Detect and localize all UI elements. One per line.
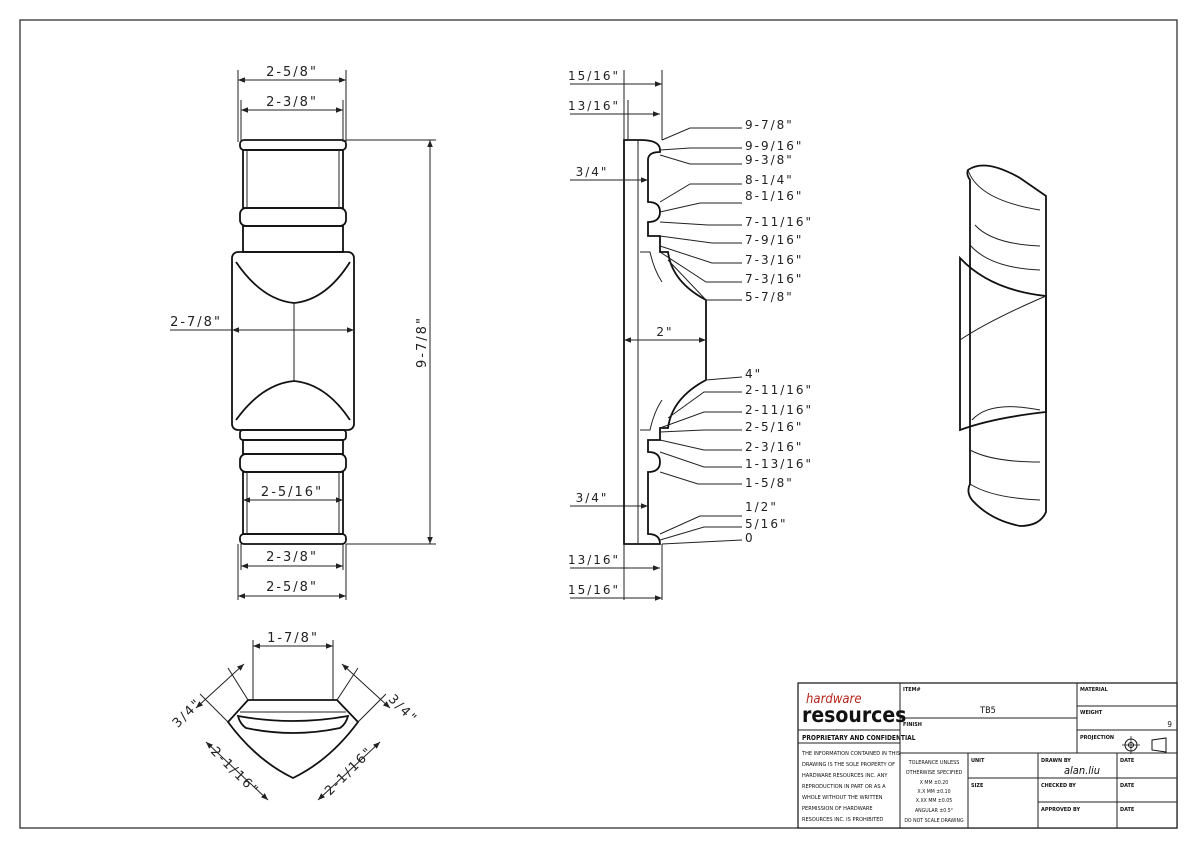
dim-side-top-inner: 13/16" <box>568 99 620 113</box>
dim-center-width: 2-7/8" <box>170 315 222 330</box>
item-label: ITEM# <box>903 687 921 693</box>
proprietary-heading: PROPRIETARY AND CONFIDENTIAL <box>802 734 916 742</box>
weight-value: 9 <box>1167 720 1172 729</box>
item-value: TB5 <box>979 706 996 716</box>
height-label: 2-11/16" <box>745 383 813 397</box>
proprietary-line: DRAWING IS THE SOLE PROPERTY OF <box>802 762 895 768</box>
dim-plan-left-side: 2-1/16" <box>207 744 262 799</box>
isometric-view <box>959 164 1047 527</box>
tolerance-line: ANGULAR ±0.5° <box>915 808 953 814</box>
height-label: 0 <box>745 531 755 545</box>
dim-side-lower-depth: 3/4" <box>576 491 609 505</box>
height-label: 7-3/16" <box>745 253 803 267</box>
date-label: DATE <box>1120 783 1135 789</box>
plan-view: 1-7/8" 3/4" 3/4" 2-1/16" 2-1/16" <box>170 631 420 801</box>
height-label: 2-5/16" <box>745 420 803 434</box>
dim-side-bottom-inner: 13/16" <box>568 553 620 567</box>
material-label: MATERIAL <box>1080 687 1109 693</box>
tolerance-line: TOLERANCE UNLESS <box>908 760 960 766</box>
dim-bottom-outer: 2-5/8" <box>266 580 318 595</box>
unit-label: UNIT <box>971 758 985 764</box>
height-label: 2-3/16" <box>745 440 803 454</box>
proprietary-line: RESOURCES INC. IS PROHIBITED <box>802 817 883 823</box>
height-label: 9-3/8" <box>745 153 794 167</box>
proprietary-line: THE INFORMATION CONTAINED IN THIS <box>801 751 900 757</box>
projection-symbol-icon <box>1122 736 1167 754</box>
tolerance-line: OTHERWISE SPECIFIED <box>906 770 963 776</box>
tolerance-line: DO NOT SCALE DRAWING <box>904 818 964 824</box>
logo-resources: resources <box>802 703 906 727</box>
front-view: 2-5/8" 2-3/8" 2-7/8" 9-7/8" 2-5/16" 2-3/… <box>170 65 436 600</box>
height-label: 5-7/8" <box>745 290 794 304</box>
dim-plan-left-depth: 3/4" <box>170 696 205 731</box>
proprietary-line: WHOLE WITHOUT THE WRITTEN <box>802 795 883 801</box>
height-label: 1/2" <box>745 500 778 514</box>
dim-plan-top: 1-7/8" <box>267 631 319 646</box>
dim-bottom-inner: 2-3/8" <box>266 550 318 565</box>
finish-label: FINISH <box>903 722 922 728</box>
height-label: 7-9/16" <box>745 233 803 247</box>
height-label: 9-7/8" <box>745 118 794 132</box>
title-block: hardware resources PROPRIETARY AND CONFI… <box>797 682 1178 829</box>
tolerance-line: X.X MM ±0.10 <box>917 789 950 795</box>
height-label: 7-11/16" <box>745 215 813 229</box>
height-label: 5/16" <box>745 517 787 531</box>
side-view: 15/16" 13/16" 3/4" 2" 3/4" 13/16" 15/16" <box>568 69 813 601</box>
height-label: 8-1/4" <box>745 173 794 187</box>
height-label: 7-3/16" <box>745 272 803 286</box>
proprietary-line: PERMISSION OF HARDWARE <box>802 806 873 812</box>
height-label: 1-5/8" <box>745 476 794 490</box>
sheet-border <box>19 19 1178 829</box>
dim-overall-height: 9-7/8" <box>415 316 430 368</box>
dim-top-outer: 2-5/8" <box>266 65 318 80</box>
height-label: 9-9/16" <box>745 139 803 153</box>
date-label: DATE <box>1120 807 1135 813</box>
height-label: 4" <box>745 367 762 381</box>
projection-label: PROJECTION <box>1080 735 1114 741</box>
tolerance-line: X MM ±0.20 <box>920 780 949 786</box>
dim-side-bottom-outer: 15/16" <box>568 583 620 597</box>
dim-plan-right-depth: 3/4" <box>385 692 420 727</box>
logo-hardware: hardware <box>806 692 862 707</box>
height-label: 8-1/16" <box>745 189 803 203</box>
height-label: 1-13/16" <box>745 457 813 471</box>
drawn-by-label: DRAWN BY <box>1041 758 1071 764</box>
dim-side-center-depth: 2" <box>656 325 673 339</box>
date-label: DATE <box>1120 758 1135 764</box>
dim-side-upper-depth: 3/4" <box>576 165 609 179</box>
weight-label: WEIGHT <box>1080 710 1103 716</box>
drawn-by-value: alan.liu <box>1064 764 1100 777</box>
dim-side-top-outer: 15/16" <box>568 69 620 83</box>
tolerance-line: X.XX MM ±0.05 <box>916 798 952 804</box>
dim-top-inner: 2-3/8" <box>266 95 318 110</box>
dim-lower-inner: 2-5/16" <box>261 485 323 500</box>
approved-by-label: APPROVED BY <box>1041 807 1080 813</box>
size-label: SIZE <box>971 783 984 789</box>
proprietary-line: HARDWARE RESOURCES INC. ANY <box>802 773 888 779</box>
checked-by-label: CHECKED BY <box>1041 783 1076 789</box>
proprietary-line: REPRODUCTION IN PART OR AS A <box>802 784 886 790</box>
height-label: 2-11/16" <box>745 403 813 417</box>
